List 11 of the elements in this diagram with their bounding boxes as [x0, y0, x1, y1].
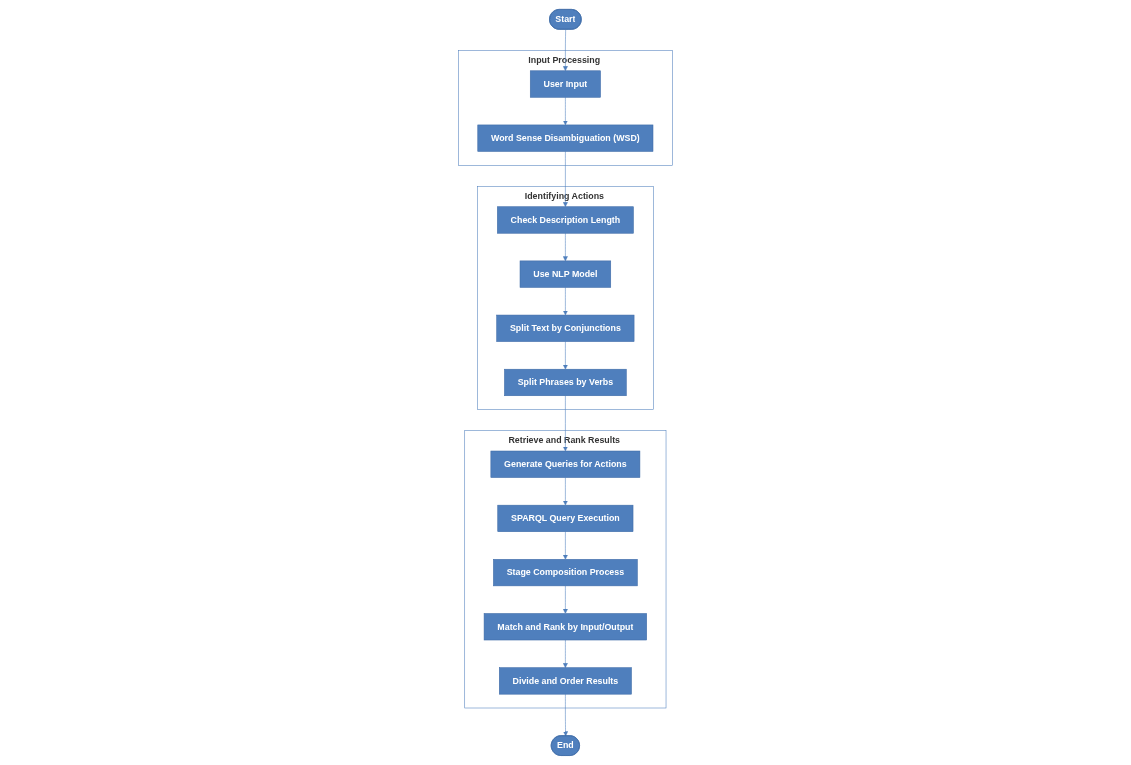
node-box: Generate Queries for Actions: [490, 450, 641, 478]
node-box: User Input: [530, 70, 601, 98]
node-box: Stage Composition Process: [493, 559, 638, 587]
node-box: Split Text by Conjunctions: [496, 314, 635, 342]
node-box: Split Phrases by Verbs: [504, 368, 627, 397]
node-box: Divide and Order Results: [499, 667, 632, 695]
node-box: Use NLP Model: [519, 260, 612, 288]
node-box: Word Sense Disambiguation (WSD): [477, 124, 654, 152]
node-box: SPARQL Query Execution: [497, 504, 634, 532]
node-box: Check Description Length: [497, 206, 634, 234]
node-box: Match and Rank by Input/Output: [483, 613, 648, 641]
